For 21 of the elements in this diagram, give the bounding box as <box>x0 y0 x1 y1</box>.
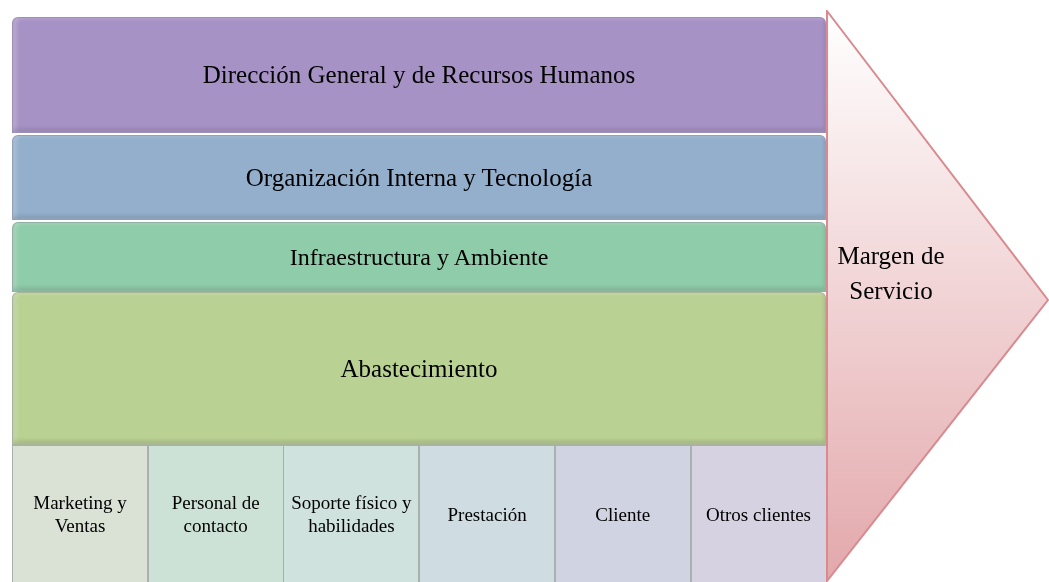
activity-band <box>12 292 826 445</box>
band-label: Dirección General y de Recursos Humanos <box>202 60 636 91</box>
column-label: Marketing y Ventas <box>32 492 128 538</box>
band-label: Infraestructura y Ambiente <box>289 243 549 272</box>
activity-column <box>12 445 148 582</box>
activity-column <box>283 445 420 582</box>
activity-band <box>12 17 826 133</box>
column-label: Prestación <box>447 503 527 527</box>
margin-label: Margen de Servicio <box>836 241 946 306</box>
activity-column <box>690 445 827 582</box>
activity-column <box>554 445 691 582</box>
column-label: Personal de contacto <box>170 492 261 538</box>
column-label: Otros clientes <box>706 503 811 527</box>
activity-band <box>12 135 826 220</box>
activity-band <box>12 222 826 292</box>
column-label: Soporte físico y habilidades <box>290 492 413 538</box>
activity-column <box>147 445 284 582</box>
column-label: Cliente <box>595 503 651 527</box>
activity-column <box>419 445 556 582</box>
band-label: Abastecimiento <box>340 353 498 384</box>
band-label: Organización Interna y Tecnología <box>245 162 593 193</box>
